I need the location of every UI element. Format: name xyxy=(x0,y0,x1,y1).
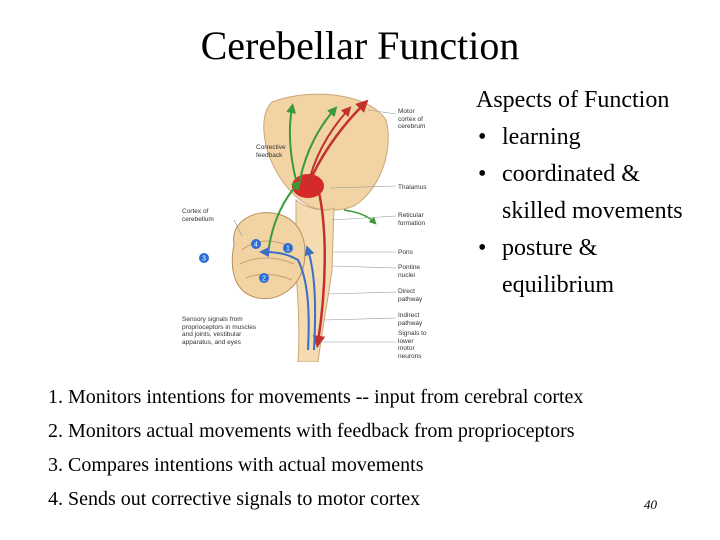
aspect-item-coordinated: • coordinated & skilled movements xyxy=(476,156,720,230)
bullet-icon: • xyxy=(478,161,487,187)
marker-3: 3 xyxy=(199,253,209,263)
page-number: 40 xyxy=(644,497,657,512)
step-item: 3. Compares intentions with actual movem… xyxy=(48,454,424,476)
bullet-icon: • xyxy=(478,235,487,261)
marker-1: 1 xyxy=(283,243,293,253)
bullet-icon: • xyxy=(478,124,487,150)
marker-4: 4 xyxy=(251,239,261,249)
slide-title: Cerebellar Function xyxy=(200,23,520,68)
cerebellum xyxy=(231,212,306,300)
aspects-heading: Aspects of Function xyxy=(476,87,670,113)
aspect-item-posture: • posture & equilibrium xyxy=(476,230,720,304)
aspect-item-learning: • learning xyxy=(476,119,720,156)
step-item: 4. Sends out corrective signals to motor… xyxy=(48,488,421,510)
svg-text:2: 2 xyxy=(262,276,266,283)
aspects-list: Aspects of Function • learning • coordin… xyxy=(476,82,720,304)
svg-text:1: 1 xyxy=(286,246,290,253)
label-thalamus: Thalamus xyxy=(398,184,427,191)
function-steps: 1. Monitors intentions for movements -- … xyxy=(48,380,708,516)
step-item: 1. Monitors intentions for movements -- … xyxy=(48,386,584,408)
svg-text:4: 4 xyxy=(254,242,258,249)
svg-text:3: 3 xyxy=(202,256,206,263)
step-item: 2. Monitors actual movements with feedba… xyxy=(48,420,575,442)
marker-2: 2 xyxy=(259,273,269,283)
label-pons: Pons xyxy=(398,249,413,256)
brain-illustration: 1 2 3 4 xyxy=(199,93,397,363)
